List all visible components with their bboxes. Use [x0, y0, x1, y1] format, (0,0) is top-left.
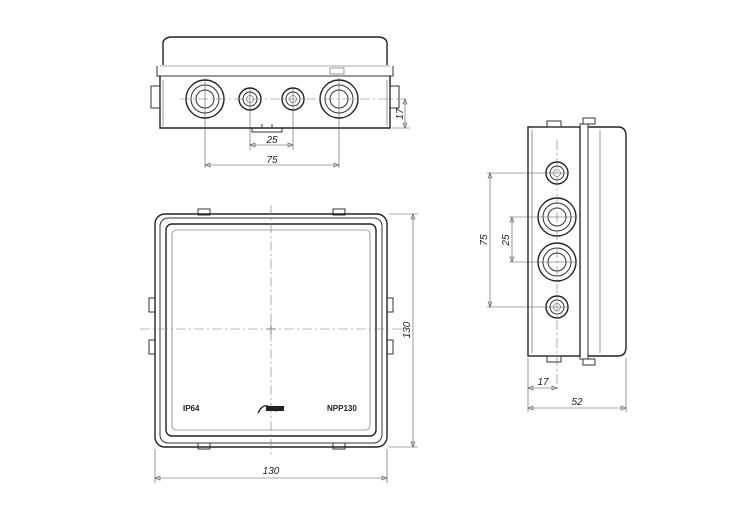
dim-side-17: 17 — [537, 377, 549, 388]
top-view: 25 75 17 — [150, 36, 410, 168]
dim-front-height: 130 — [402, 321, 413, 338]
dim-side-depth: 52 — [571, 397, 583, 408]
dim-top-25: 25 — [265, 135, 278, 146]
lid-marking-model: NPP130 — [327, 404, 357, 413]
side-view: 75 25 17 52 — [479, 117, 627, 412]
dim-side-25: 25 — [501, 234, 512, 247]
dim-side-75: 75 — [479, 234, 490, 246]
dim-top-17: 17 — [395, 108, 406, 120]
front-view: IP64 NPP130 130 130 — [140, 205, 418, 483]
dim-front-width: 130 — [263, 466, 280, 477]
dim-top-75: 75 — [266, 155, 278, 166]
lid-marking-protection: IP64 — [183, 404, 200, 413]
manufacturer-logo — [257, 405, 285, 414]
